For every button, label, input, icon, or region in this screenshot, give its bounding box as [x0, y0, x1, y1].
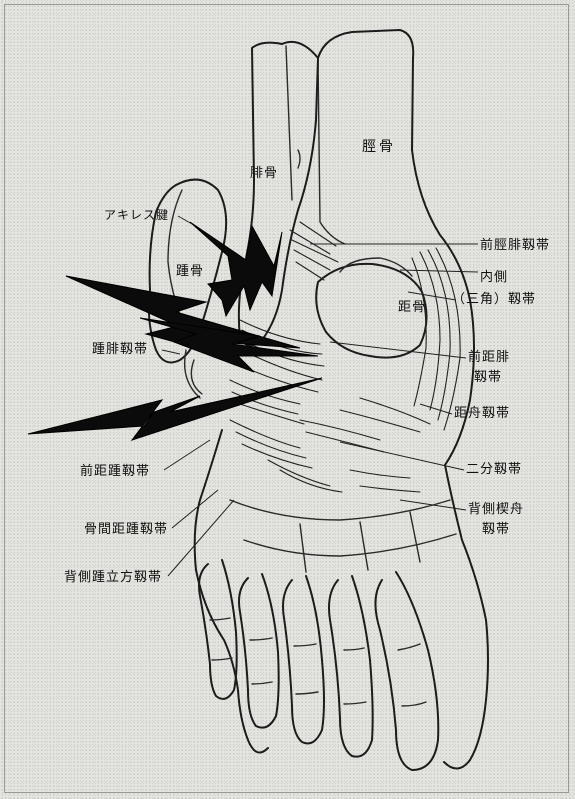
label-anterior-talofibular-line2: 靱帯 [474, 370, 502, 385]
fibula-mark [298, 150, 300, 168]
label-dorsal-calcaneocuboid-ligament: 背側踵立方靱帯 [64, 570, 162, 585]
label-medial-ligament-line2: （三角）靱帯 [452, 292, 536, 307]
label-interosseous-talocalcaneal-ligament: 骨間距踵靱帯 [84, 522, 168, 537]
label-anterior-tibiofibular-ligament: 前脛腓靱帯 [480, 238, 550, 253]
calcaneus-detail [185, 350, 202, 398]
toe-2 [329, 576, 373, 757]
label-anterior-talofibular-line1: 前距腓 [468, 350, 510, 365]
label-medial-ligament-line1: 内側 [480, 270, 508, 285]
fibula-inner [286, 46, 292, 200]
label-dorsal-cuneonavicular-line1: 背側楔舟 [468, 502, 524, 517]
label-bifurcate-ligament: 二分靱帯 [466, 462, 522, 477]
medial-ligament-fibers [412, 248, 460, 430]
label-calcaneofibular-ligament: 踵腓靱帯 [92, 342, 148, 357]
leader-calcaneofibular [162, 350, 180, 354]
cuneiform-lines [230, 500, 456, 572]
foot-outline-lateral [195, 430, 268, 753]
leader-dorsal-cuneonavicular [400, 500, 466, 510]
label-achilles-tendon: アキレス腱 [104, 208, 169, 223]
anterior-tibiofibular-fibers [290, 222, 338, 280]
label-talonavicular-ligament: 距舟靱帯 [454, 406, 510, 421]
leader-talonavicular [420, 404, 452, 414]
label-talus: 距骨 [398, 300, 426, 315]
toe-4 [239, 574, 279, 728]
leader-anterior-talocalcaneal [164, 440, 210, 470]
tibia-outline [318, 30, 474, 465]
midfoot-ligament-fibers [230, 398, 430, 492]
label-tibia: 脛骨 [362, 140, 396, 155]
tibia-shaft-inner [318, 58, 345, 244]
label-calcaneus: 踵骨 [176, 264, 204, 279]
toe-3 [283, 576, 324, 744]
toe-1 [375, 572, 438, 770]
leader-achilles [178, 216, 192, 224]
label-fibula: 腓骨 [250, 166, 278, 181]
leader-bifurcate [340, 442, 464, 470]
label-anterior-talocalcaneal-ligament: 前距踵靱帯 [80, 464, 150, 479]
label-dorsal-cuneonavicular-line2: 靱帯 [482, 522, 510, 537]
